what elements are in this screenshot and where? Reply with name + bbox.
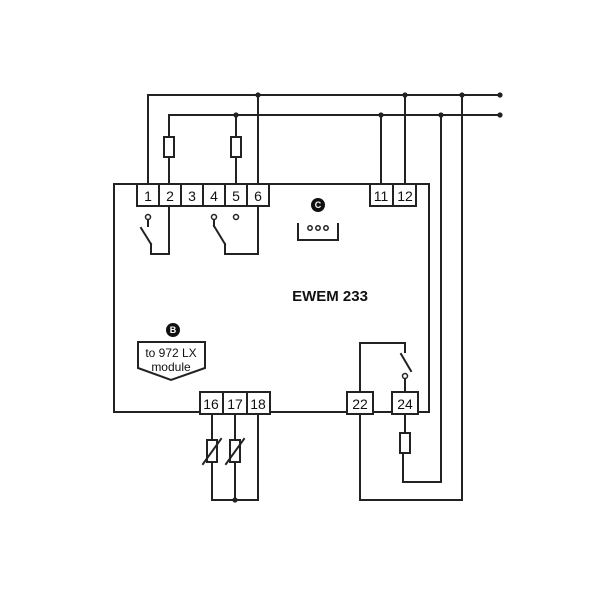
wire-24-load (402, 114, 442, 483)
bus-line-1 (147, 94, 501, 187)
module-label-line2: module (151, 360, 191, 374)
relay-contact-1 (139, 205, 170, 255)
terminal-strip-top-right: 11 12 (369, 183, 417, 207)
terminal-24: 24 (397, 396, 413, 412)
marker-c-text: C (315, 200, 322, 210)
marker-b-text: B (170, 325, 177, 335)
terminal-16: 16 (203, 396, 219, 412)
connector-c (297, 223, 339, 241)
terminal-18: 18 (250, 396, 266, 412)
terminal-3: 3 (188, 188, 196, 204)
terminal-22: 22 (352, 396, 368, 412)
marker-c-badge (311, 198, 325, 212)
terminal-5: 5 (232, 188, 240, 204)
relay-contact-2 (210, 205, 259, 255)
terminal-2: 2 (166, 188, 174, 204)
terminal-6: 6 (254, 188, 262, 204)
module-label-line1: to 972 LX (145, 346, 196, 360)
load-resistor-3 (399, 432, 411, 454)
terminal-4: 4 (210, 188, 218, 204)
terminal-strip-bottom-right: 22 24 (346, 391, 419, 415)
relay-contact-3 (359, 342, 413, 393)
load-resistor-2 (230, 136, 242, 158)
terminal-11: 11 (374, 188, 389, 204)
terminal-17: 17 (227, 396, 243, 412)
device-name: EWEM 233 (292, 288, 368, 305)
terminal-strip-bottom-mid: 16 17 18 (199, 391, 271, 415)
module-pointer (137, 341, 206, 382)
device-body (113, 183, 430, 413)
wire-22-bus (359, 94, 463, 501)
bus-line-2 (168, 114, 501, 136)
terminal-strip-top-left: 1 2 3 4 5 6 (136, 183, 270, 207)
terminal-1: 1 (144, 188, 152, 204)
terminal-12: 12 (397, 188, 413, 204)
marker-b-badge (166, 323, 180, 337)
load-resistor-1 (163, 136, 175, 158)
